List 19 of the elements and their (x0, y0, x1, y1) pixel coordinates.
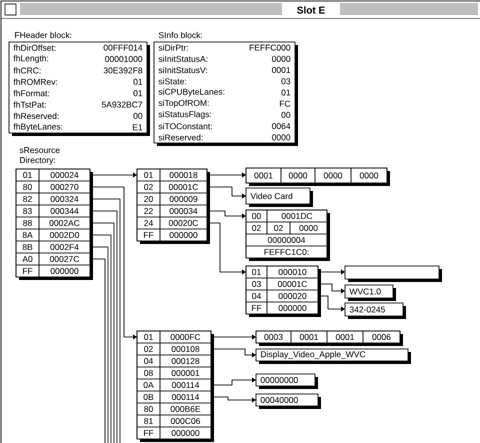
value-row: 0003 0001 0001 0006 (256, 330, 403, 346)
value-box: 342-0245 (344, 302, 406, 319)
header-table: FHeader block: fhDirOffset: 00FFF014 fhLength: 00001000 fhCRC: 30E392F8 fhROMRev: 01 fhFormat: 01 fhTstPat: 5A932BC7 fhReserved: 00 fhByteLanes: E1 (8, 32, 150, 136)
entry-table: 00 0001DC 02 02 0000 00000004 FEFFC1C0: (246, 210, 330, 261)
value-box: 00000000 (256, 374, 318, 389)
value-box: 00040000 (256, 394, 321, 409)
value-box (344, 266, 442, 282)
entry-table: 01 000010 03 00001C 04 000020 FF 000000 (246, 266, 321, 317)
window-title: Slot E (297, 6, 325, 14)
value-box: Display_Video_Apple_WVC (256, 348, 411, 364)
directory-table: sResource Directory: 01 000024 80 000270 82 000324 83 000344 88 0002AC 8A 0002D0 8B 0002F4 A0 00027C FF 000000 (16, 147, 93, 280)
value-box: WVC1.0 (344, 284, 396, 301)
node-label: sResource Directory: (20, 147, 60, 165)
entry-table: 01 0000FC 02 000108 04 000128 08 000001 0A 000114 0B 000114 80 000B6E 81 000C06 FF 000000 (136, 330, 214, 442)
node-label: SInfo block: (158, 32, 202, 38)
entry-table: 01 000018 02 00001C 20 000009 22 000034 24 00020C FF 000000 (136, 168, 210, 244)
value-box: Video Card (246, 188, 313, 207)
info-table: SInfo block: siDirPtr: FEFFC000 siInitStatusA: 0000 siInitStatusV: 0001 siState: 03 siCPUByteLanes: 01 siTopOfROM: FC siStatusFlags: 00 siTOConstant: 0064 siReserved: 0000 (154, 32, 298, 146)
node-label: FHeader block: (15, 32, 72, 38)
